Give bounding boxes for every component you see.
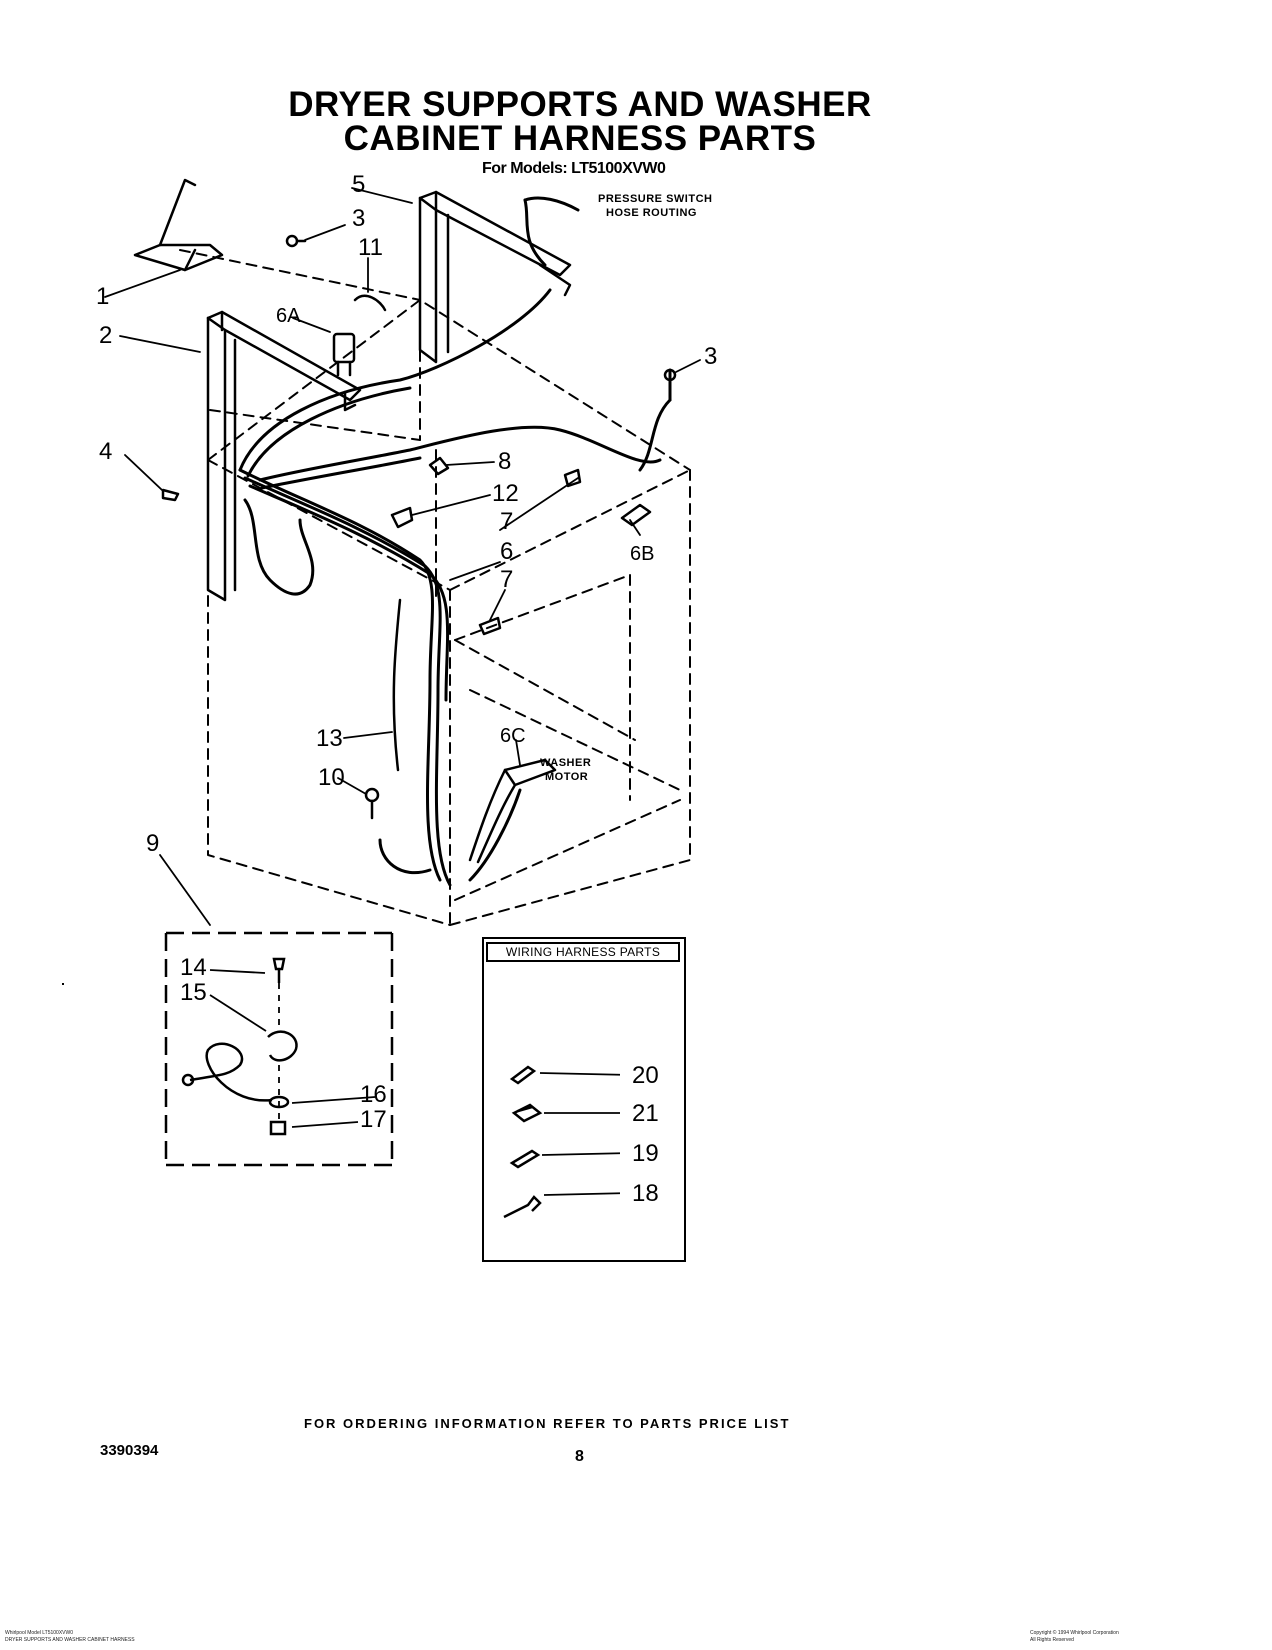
clip-7b <box>478 616 502 636</box>
ground-wire-icon <box>181 1042 273 1102</box>
part-number-7b: 7 <box>500 566 514 593</box>
screw-3b <box>663 368 677 397</box>
part-number-3a: 3 <box>352 205 366 232</box>
nut-17-icon <box>269 1120 287 1136</box>
wiring-harness-box-title: WIRING HARNESS PARTS <box>486 942 680 962</box>
part-number-9: 9 <box>146 830 160 857</box>
pressure-switch-label: PRESSURE SWITCH <box>598 193 713 205</box>
part-number-1: 1 <box>96 283 110 310</box>
terminal-20-icon <box>509 1065 537 1085</box>
part-number-12: 12 <box>492 480 519 507</box>
terminal-18-icon <box>503 1195 542 1219</box>
models-label: For Models: LT5100XVW0 <box>482 160 666 177</box>
part-number-13: 13 <box>316 725 343 752</box>
part-number-15: 15 <box>180 979 207 1006</box>
screw-10 <box>364 787 380 820</box>
footer-left-small-2: DRYER SUPPORTS AND WASHER CABINET HARNES… <box>5 1637 135 1643</box>
part-number-4: 4 <box>99 438 113 465</box>
wire-harness <box>238 196 672 887</box>
motor-label: MOTOR <box>545 771 589 783</box>
connector-6a <box>332 332 356 377</box>
clamp-15-icon <box>267 1030 298 1062</box>
clip-8 <box>428 456 450 476</box>
stray-dot <box>62 983 64 985</box>
clip-7a <box>563 468 582 488</box>
washer-motor-connector <box>468 758 557 864</box>
hose-routing-label: HOSE ROUTING <box>606 207 697 219</box>
document-number: 3390394 <box>100 1442 159 1459</box>
page-number: 8 <box>575 1448 584 1465</box>
leader-lines <box>104 187 701 926</box>
connector-6b <box>620 503 652 527</box>
screw-3a <box>285 234 307 248</box>
footer-right-small-1: Copyright © 1994 Whirlpool Corporation <box>1030 1630 1119 1636</box>
wiring-parts-icons <box>503 1065 620 1219</box>
hose <box>392 598 402 772</box>
ordering-info-text: FOR ORDERING INFORMATION REFER TO PARTS … <box>304 1416 791 1431</box>
part-number-6c: 6C <box>500 725 526 747</box>
kit-box-9 <box>164 931 394 1167</box>
part-number-17: 17 <box>360 1106 387 1133</box>
screw-14-icon <box>272 957 286 983</box>
part-number-14: 14 <box>180 954 207 981</box>
page-title-line-1: DRYER SUPPORTS AND WASHER <box>288 85 872 124</box>
part-number-3b: 3 <box>704 343 718 370</box>
footer-right-small-2: All Rights Reserved <box>1030 1637 1074 1643</box>
part-number-11: 11 <box>358 234 383 261</box>
part-number-8: 8 <box>498 448 512 475</box>
exploded-parts-diagram <box>104 178 701 926</box>
screw-4 <box>161 488 180 502</box>
part-number-5: 5 <box>352 171 366 198</box>
part-number-16: 16 <box>360 1081 387 1108</box>
part-number-21: 21 <box>632 1100 659 1127</box>
part-number-20: 20 <box>632 1062 659 1089</box>
part-number-6: 6 <box>500 538 514 565</box>
page-title-line-2: CABINET HARNESS PARTS <box>343 119 817 158</box>
part-number-2: 2 <box>99 322 113 349</box>
right-dryer-support <box>418 190 572 364</box>
footer-left-small-1: Whirlpool Model LT5100XVW0 <box>5 1630 73 1636</box>
clip-12 <box>390 506 414 529</box>
part-number-18: 18 <box>632 1180 659 1207</box>
clip-11 <box>353 294 387 312</box>
part-number-6a: 6A <box>276 305 301 327</box>
cabinet-outline <box>179 249 691 926</box>
part-number-19: 19 <box>632 1140 659 1167</box>
part-number-6b: 6B <box>630 543 655 565</box>
terminal-19-icon <box>509 1149 541 1169</box>
part-number-10: 10 <box>318 764 345 791</box>
part-number-7a: 7 <box>500 508 514 535</box>
wiring-harness-box: WIRING HARNESS PARTS <box>482 937 686 1262</box>
connector-21-icon <box>511 1103 543 1123</box>
left-dryer-support <box>206 310 362 602</box>
top-bracket <box>133 178 224 272</box>
